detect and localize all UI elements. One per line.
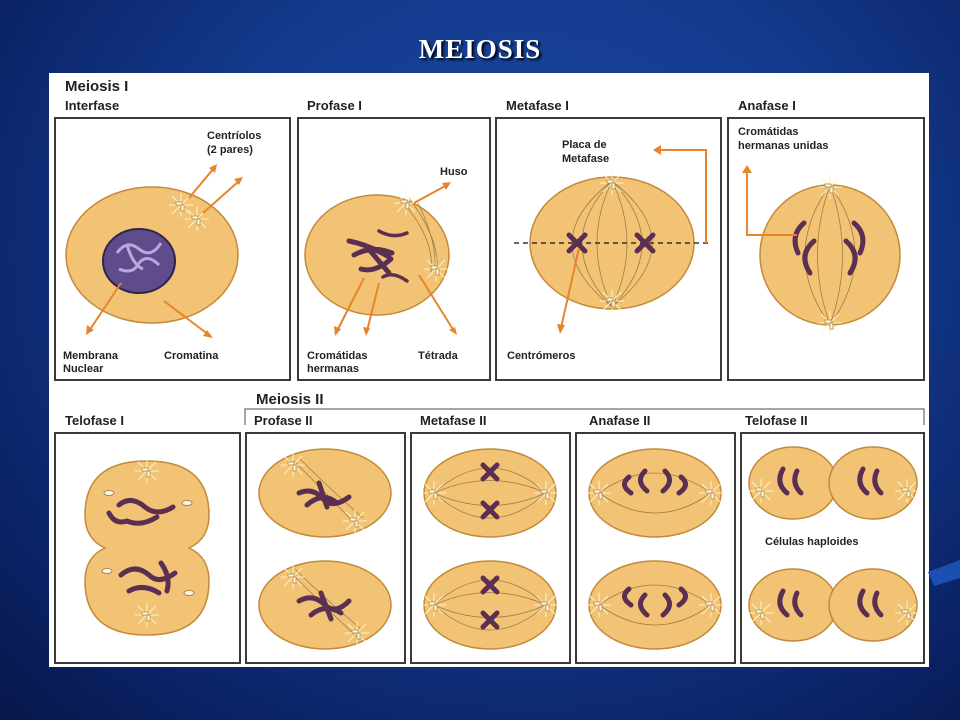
phase-label-metafase-2: Metafase II <box>420 413 486 428</box>
cell-profase-1 <box>304 190 450 316</box>
label-cromatidas-unidas: Cromátidas <box>738 126 799 138</box>
phase-label-profase-1: Profase I <box>307 98 362 113</box>
cell-anafase-1 <box>759 174 901 336</box>
corner-deco <box>928 560 960 586</box>
panel-anafase-1 <box>727 117 925 381</box>
cell-anafase-2 <box>586 448 724 650</box>
label-centromeros: Centrómeros <box>507 350 575 362</box>
meiosis1-heading: Meiosis I <box>65 78 128 95</box>
meiosis-diagram-svg: Meiosis I Interfase Profase I Metafase I… <box>54 78 925 664</box>
phase-label-anafase-2: Anafase II <box>589 413 650 428</box>
panel-profase-2 <box>245 432 406 664</box>
arrows-profase-1 <box>334 182 457 336</box>
meiosis2-heading: Meiosis II <box>256 391 324 408</box>
meiosis-diagram: Meiosis I Interfase Profase I Metafase I… <box>49 73 929 667</box>
cell-telofase-2 <box>748 446 920 642</box>
cell-metafase-1 <box>514 170 711 314</box>
arrows-metafase-1 <box>557 145 707 334</box>
label-cromatina: Cromatina <box>164 350 219 362</box>
arrows-interfase <box>86 164 243 338</box>
phase-label-telofase-1: Telofase I <box>65 413 124 428</box>
panel-metafase-1 <box>495 117 722 381</box>
label-hermanas: hermanas <box>307 363 359 375</box>
panel-telofase-2 <box>740 432 925 664</box>
label-cromatidas: Cromátidas <box>307 350 368 362</box>
label-celulas-haploides: Células haploides <box>765 536 859 548</box>
cell-telofase-1 <box>84 458 210 636</box>
cell-interfase <box>65 186 239 324</box>
cell-profase-2 <box>258 448 392 650</box>
arrows-anafase-1 <box>742 165 797 236</box>
label-nuclear: Nuclear <box>63 363 104 375</box>
phase-label-profase-2: Profase II <box>254 413 313 428</box>
label-hermanas-unidas: hermanas unidas <box>738 140 828 152</box>
panel-anafase-2 <box>575 432 736 664</box>
label-membrana: Membrana <box>63 350 119 362</box>
label-centriolos: Centríolos <box>207 130 261 142</box>
phase-label-telofase-2: Telofase II <box>745 413 808 428</box>
phase-label-metafase-1: Metafase I <box>506 98 569 113</box>
panel-telofase-1 <box>54 432 241 664</box>
label-huso: Huso <box>440 166 468 178</box>
cell-metafase-2 <box>421 448 559 650</box>
label-metafase: Metafase <box>562 153 609 165</box>
panel-interfase <box>54 117 291 381</box>
panel-profase-1 <box>297 117 491 381</box>
slide-title: MEIOSIS <box>418 34 542 64</box>
phase-label-anafase-1: Anafase I <box>738 98 796 113</box>
label-centriolos-pares: (2 pares) <box>207 144 253 156</box>
panel-metafase-2 <box>410 432 571 664</box>
phase-label-interfase: Interfase <box>65 98 119 113</box>
label-placa-de: Placa de <box>562 139 607 151</box>
label-tetrada: Tétrada <box>418 350 459 362</box>
